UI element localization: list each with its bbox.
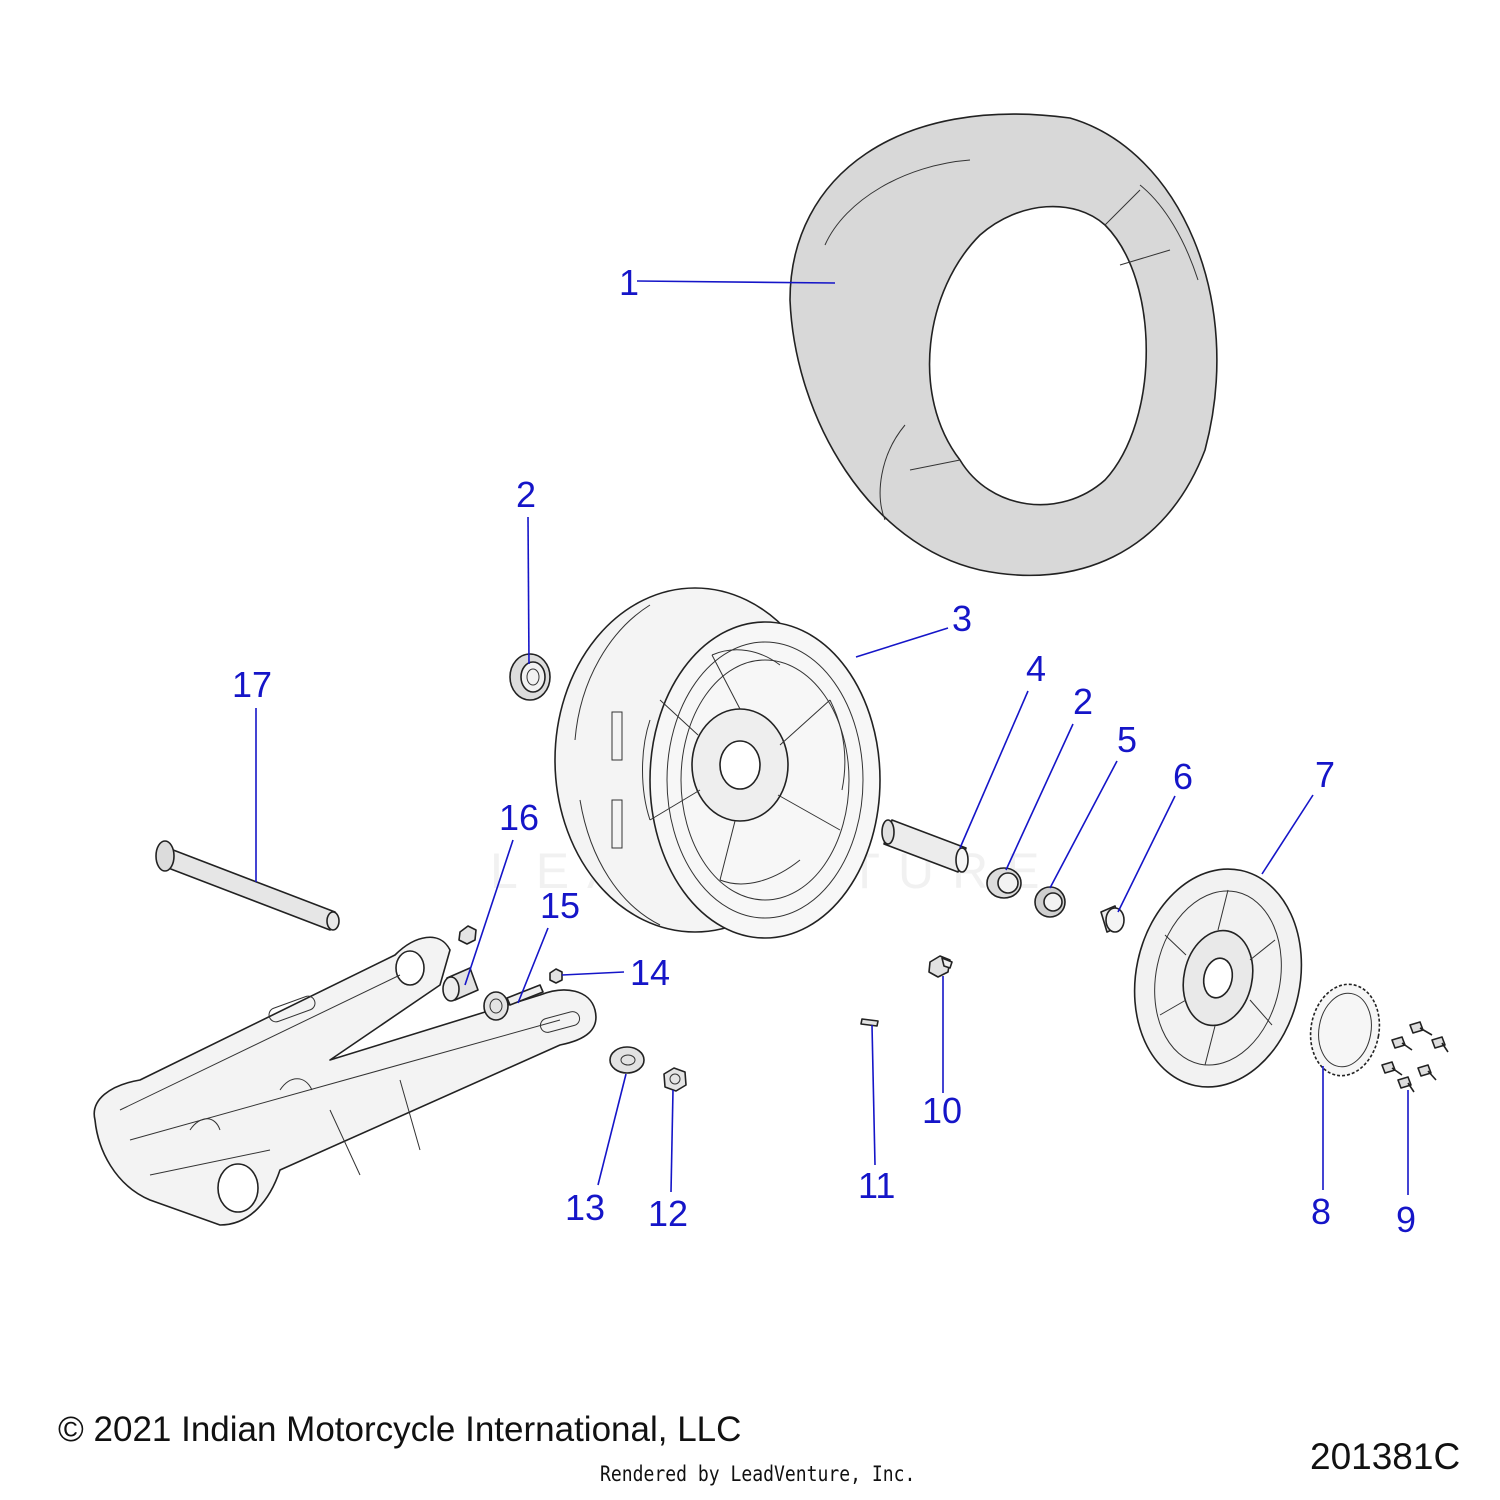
axle-spacer-part — [881, 819, 969, 873]
rotor-bolts-part — [1381, 1021, 1449, 1093]
callout-13: 13 — [565, 1187, 605, 1228]
callout-15: 15 — [540, 885, 580, 926]
callout-3: 3 — [952, 598, 972, 639]
tire-part — [789, 113, 1218, 577]
spacer-part — [1100, 905, 1125, 933]
callout-14: 14 — [630, 952, 670, 993]
callout-16: 16 — [499, 797, 539, 838]
valve-cap-part — [860, 1018, 879, 1027]
leader-lines — [255, 280, 1409, 1195]
callout-17: 17 — [232, 664, 272, 705]
bearing-left-part — [509, 653, 551, 701]
brake-rotor-part — [1133, 868, 1303, 1088]
copyright-notice: © 2021 Indian Motorcycle International, … — [58, 1410, 742, 1449]
callout-12: 12 — [648, 1193, 688, 1234]
tone-ring-part — [1309, 983, 1381, 1077]
callout-4: 4 — [1026, 648, 1046, 689]
rendered-by-credit: Rendered by LeadVenture, Inc. — [600, 1462, 916, 1486]
callout-1: 1 — [619, 262, 639, 303]
swingarm-hardware — [442, 925, 687, 1092]
drawing-number: 201381C — [1310, 1436, 1461, 1477]
callout-7: 7 — [1315, 754, 1335, 795]
seal-part — [1034, 886, 1066, 918]
callout-9: 9 — [1396, 1199, 1416, 1240]
callout-2-left: 2 — [516, 474, 536, 515]
axle-part — [155, 840, 340, 931]
callout-6: 6 — [1173, 756, 1193, 797]
callout-8: 8 — [1311, 1191, 1331, 1232]
swingarm-part — [93, 936, 597, 1226]
callout-2-right: 2 — [1073, 681, 1093, 722]
valve-stem-part — [928, 955, 953, 978]
rear-wheel-part — [554, 587, 881, 939]
callout-10: 10 — [922, 1090, 962, 1131]
callout-5: 5 — [1117, 719, 1137, 760]
callout-11: 11 — [858, 1165, 895, 1206]
bearing-right-part — [986, 867, 1022, 899]
